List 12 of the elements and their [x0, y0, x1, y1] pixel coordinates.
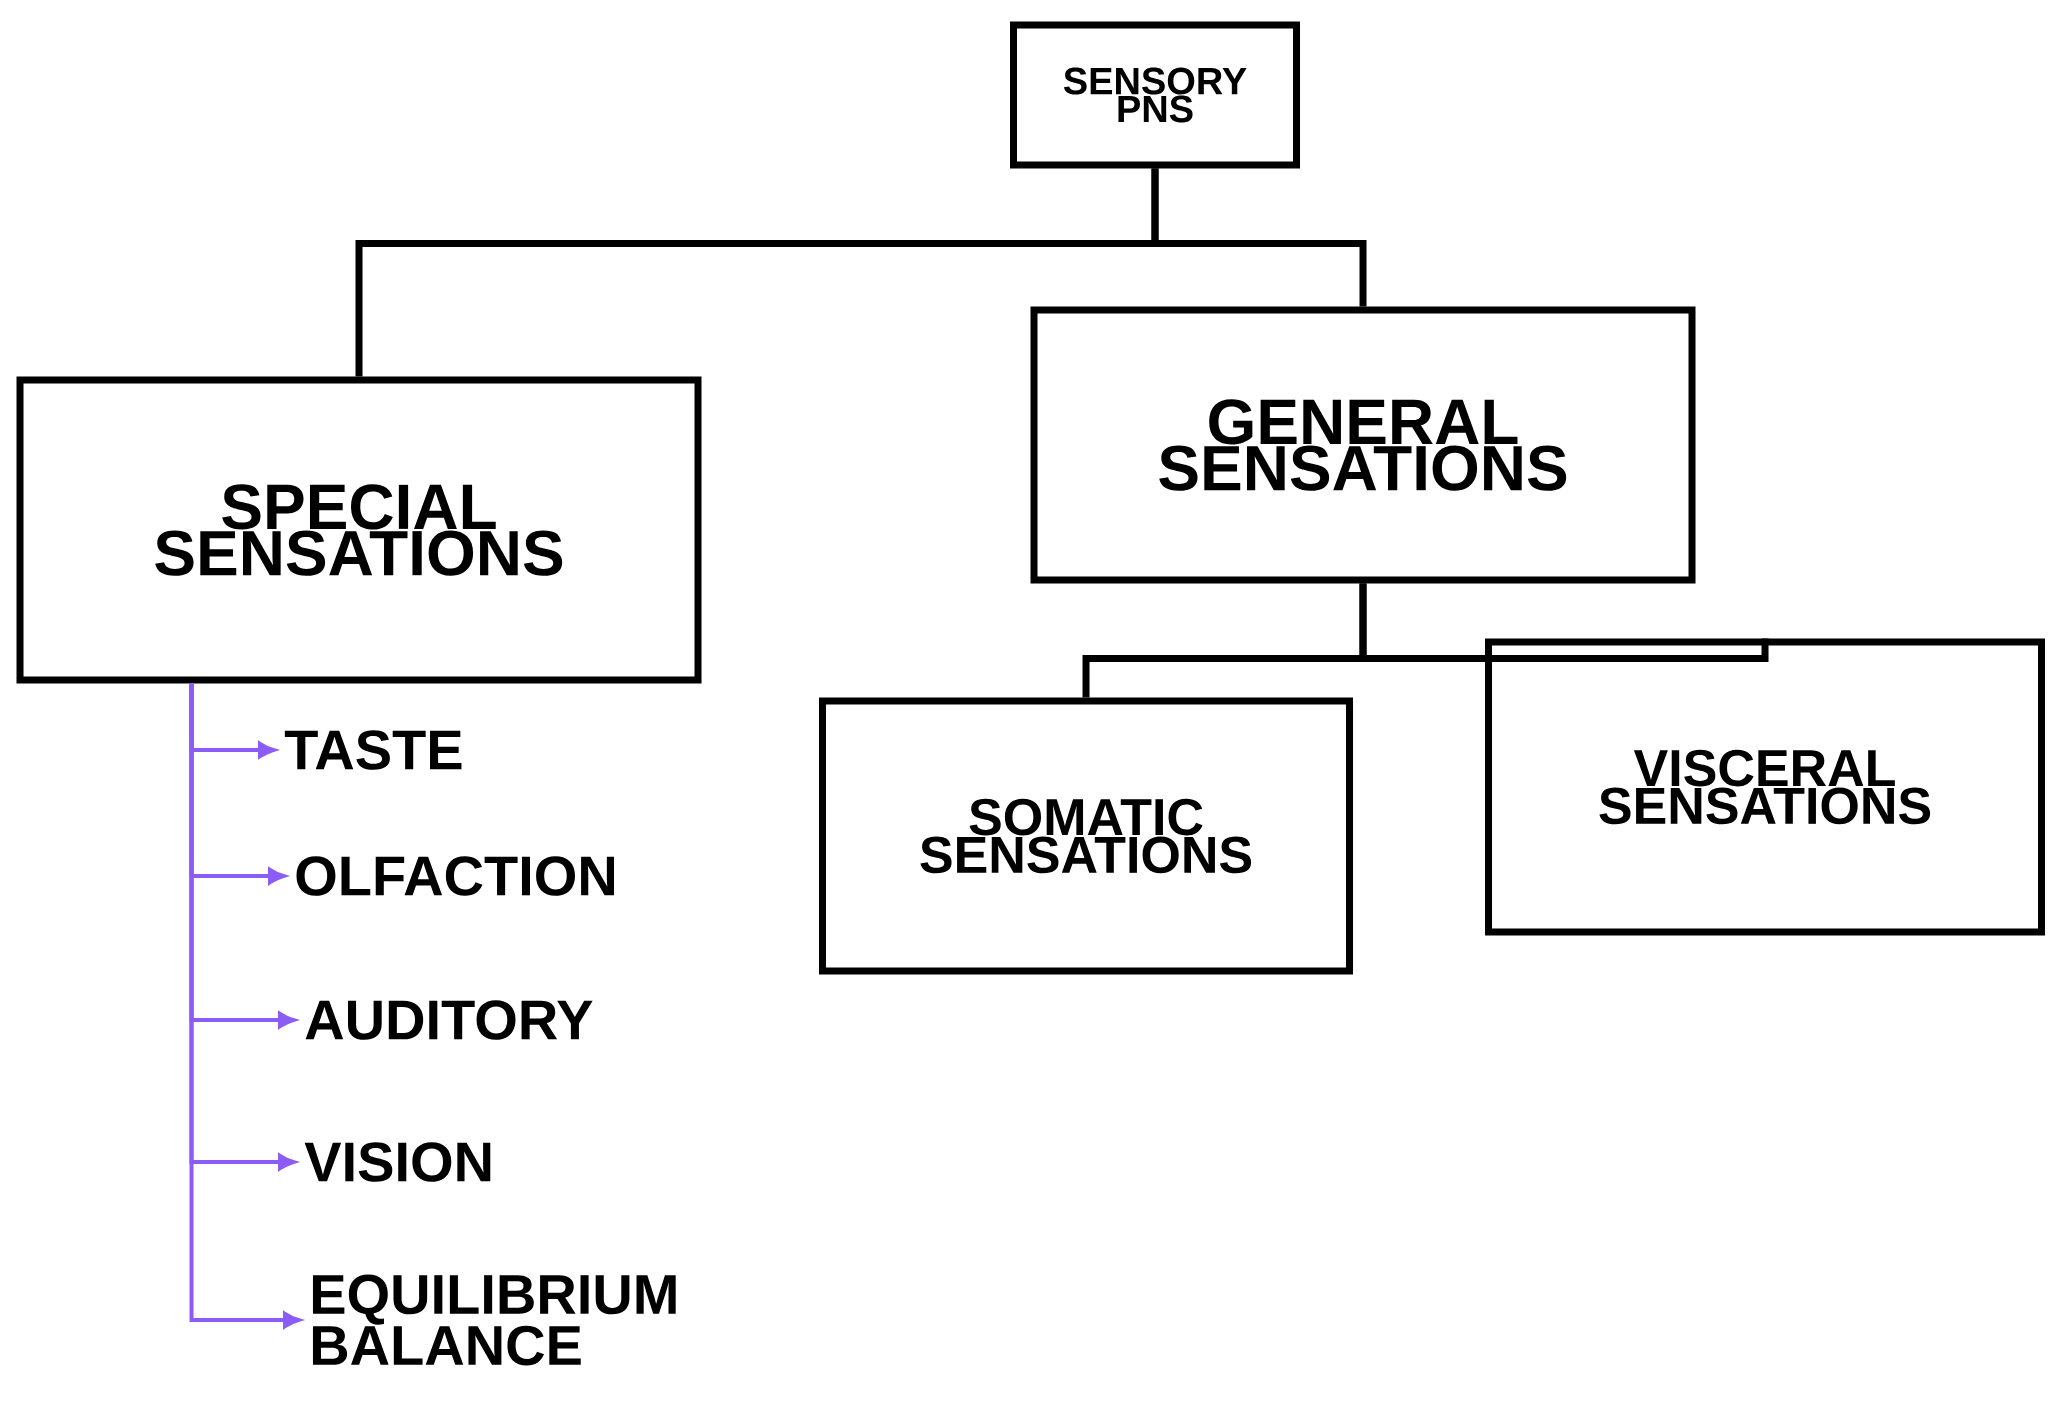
sense-label: AUDITORY [305, 1000, 593, 1040]
connector-line [1151, 168, 1367, 307]
category-box: SPECIAL SENSATIONS [16, 376, 702, 684]
connector-line [1359, 583, 1769, 662]
category-box: SOMATIC SENSATIONS [819, 697, 1353, 975]
category-box: SENSORY PNS [1010, 21, 1300, 169]
sense-label: EQUILIBRIUM BALANCE [312, 1274, 676, 1366]
sense-label: OLFACTION [296, 856, 614, 896]
sense-label: VISION [304, 1142, 491, 1182]
category-box: GENERAL SENSATIONS [1030, 306, 1696, 584]
category-box: VISCERAL SENSATIONS [1485, 638, 2045, 936]
sense-label: TASTE [284, 730, 462, 770]
